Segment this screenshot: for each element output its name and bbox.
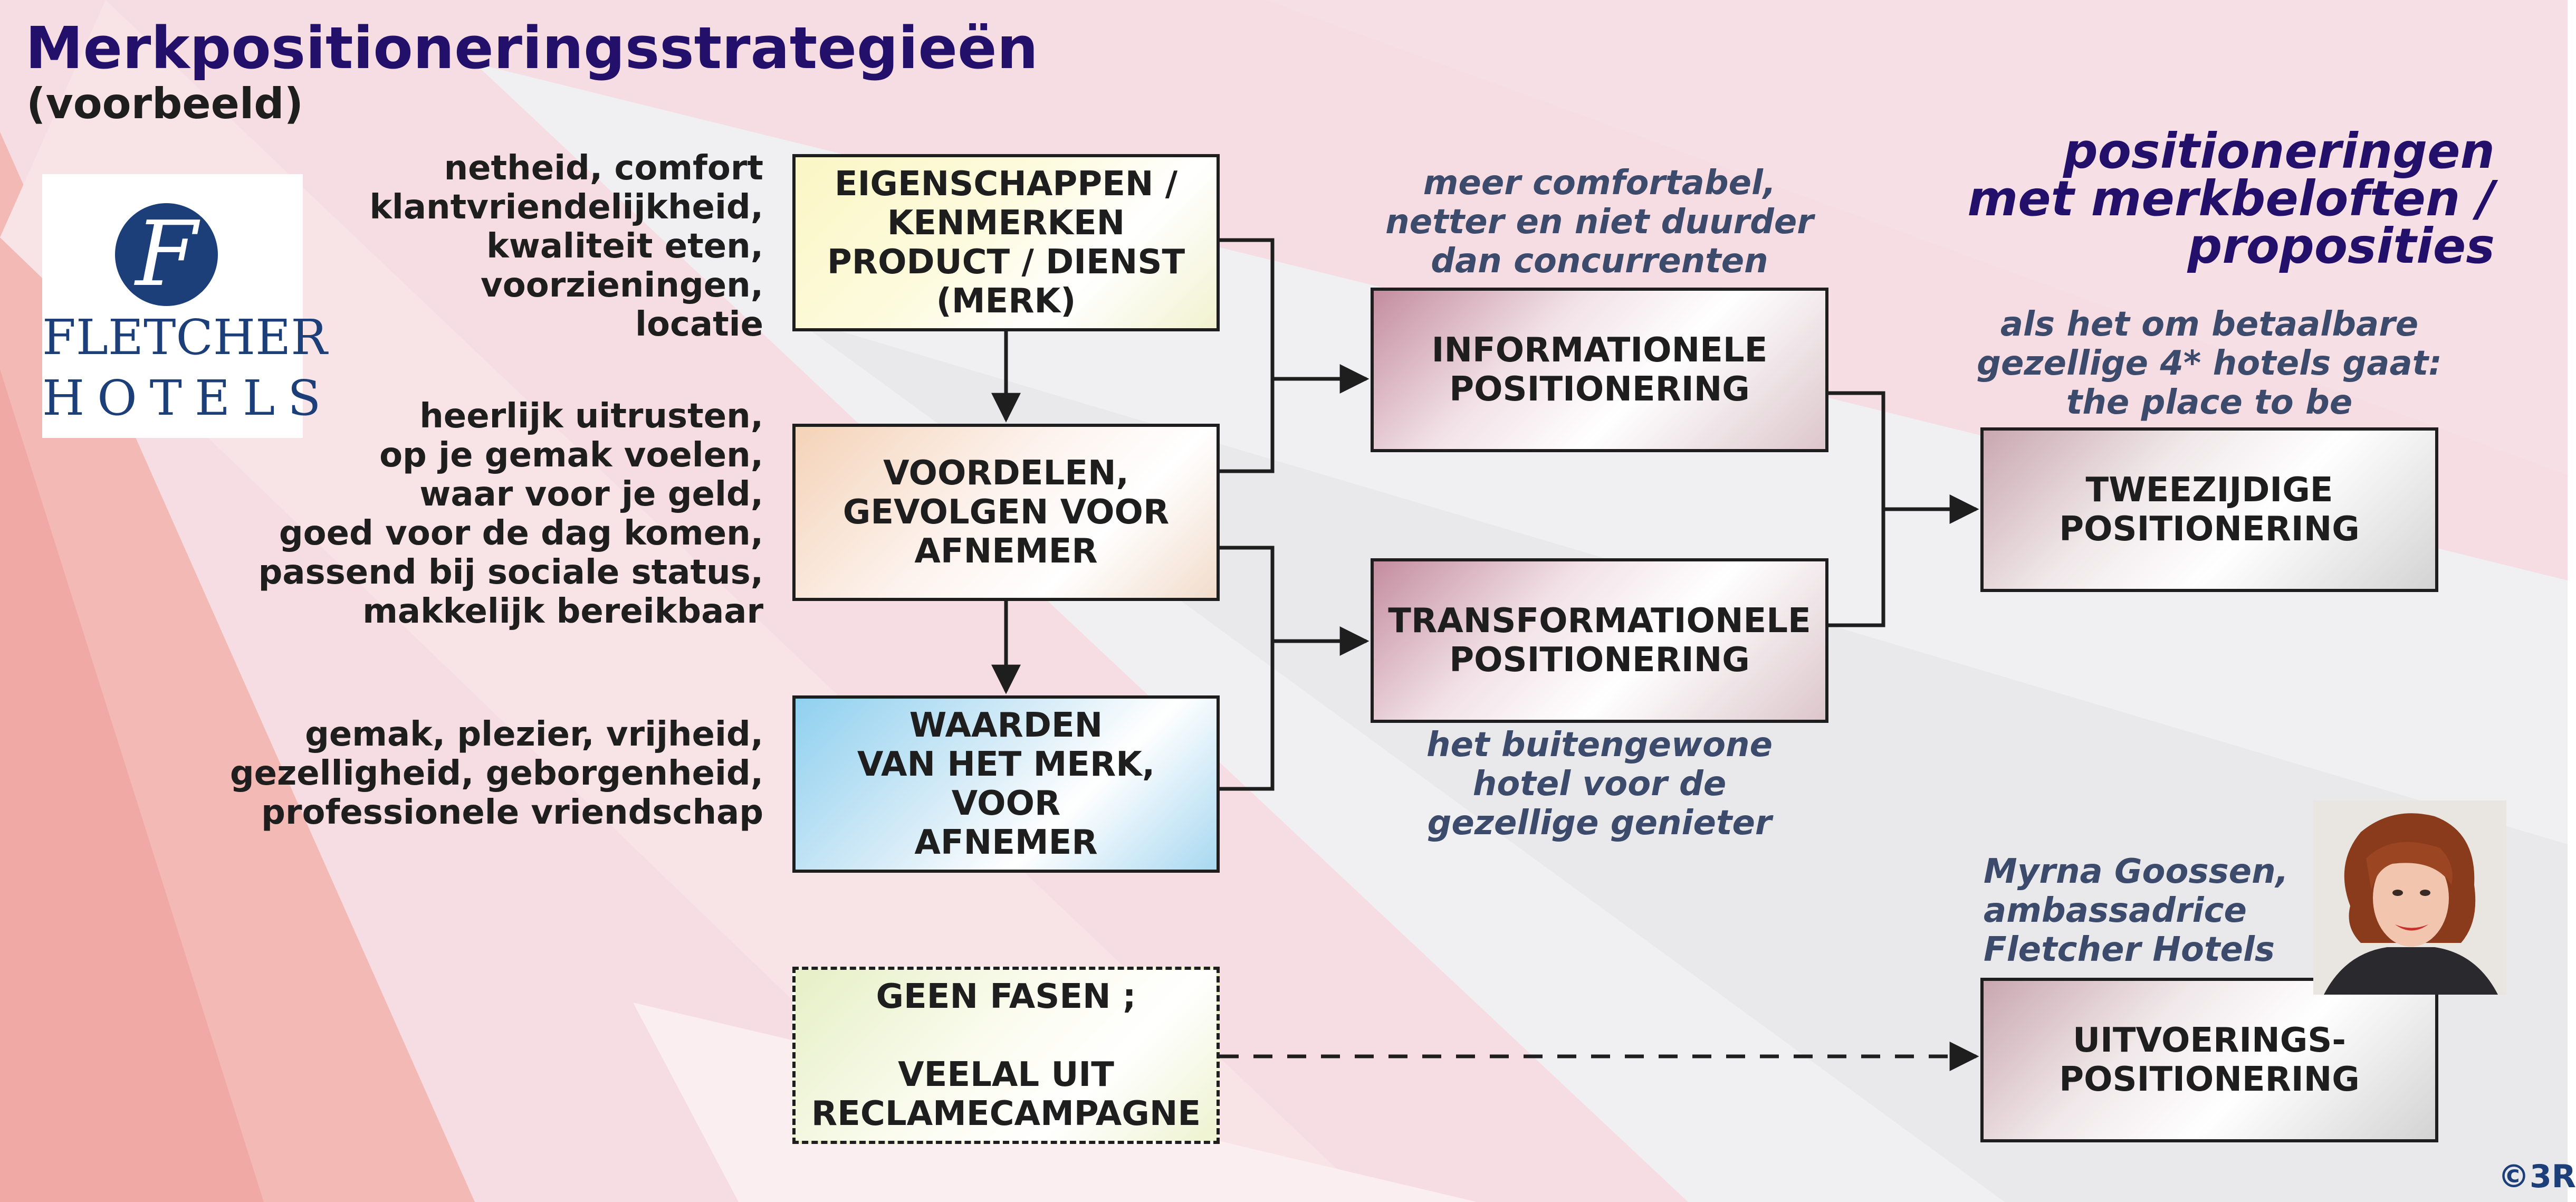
logo-brand-line1: FLETCHER bbox=[42, 309, 328, 366]
box-informationele-positionering: INFORMATIONELE POSITIONERING bbox=[1371, 288, 1828, 452]
example-line: klantvriendelijkheid, bbox=[369, 188, 763, 227]
heading-line: proposities bbox=[2187, 218, 2495, 274]
caption-line: ambassadrice bbox=[1984, 891, 2247, 930]
box-label: PRODUCT / DIENST bbox=[827, 243, 1185, 282]
box-voordelen: VOORDELEN, GEVOLGEN VOOR AFNEMER bbox=[792, 424, 1220, 601]
box-label: AFNEMER bbox=[914, 532, 1098, 571]
heading-line: met merkbeloften / bbox=[1967, 170, 2495, 227]
voordelen-examples: heerlijk uitrusten, op je gemak voelen, … bbox=[258, 397, 763, 631]
annotation-line: dan concurrenten bbox=[1431, 242, 1768, 281]
box-label: TRANSFORMATIONELE bbox=[1388, 602, 1811, 641]
copyright-mark: ©3R bbox=[2498, 1158, 2576, 1195]
example-line: waar voor je geld, bbox=[419, 475, 763, 514]
annotation-informationele: meer comfortabel, netter en niet duurder… bbox=[1351, 164, 1849, 281]
logo-brand-line2: HOTELS bbox=[42, 370, 334, 426]
annotation-line: meer comfortabel, bbox=[1423, 164, 1776, 203]
example-line: professionele vriendschap bbox=[261, 793, 763, 832]
example-line: netheid, comfort bbox=[444, 149, 763, 188]
ambassador-portrait bbox=[2313, 800, 2506, 995]
annotation-tweezijdige: als het om betaalbare gezellige 4* hotel… bbox=[1931, 305, 2488, 422]
box-geen-fasen: GEEN FASEN ; VEELAL UIT RECLAMECAMPAGNE bbox=[792, 967, 1220, 1144]
box-label: AFNEMER bbox=[914, 823, 1098, 862]
box-label: VOORDELEN, bbox=[883, 454, 1129, 493]
example-line: gemak, plezier, vrijheid, bbox=[305, 715, 763, 754]
eigenschappen-examples: netheid, comfort klantvriendelijkheid, k… bbox=[369, 149, 763, 344]
box-uitvoeringspositionering: UITVOERINGS- POSITIONERING bbox=[1980, 978, 2438, 1142]
example-line: heerlijk uitrusten, bbox=[419, 397, 763, 436]
box-label: UITVOERINGS- bbox=[2073, 1021, 2346, 1060]
caption-line: Fletcher Hotels bbox=[1984, 930, 2275, 969]
box-label: GEEN FASEN ; bbox=[876, 977, 1136, 1016]
box-label: POSITIONERING bbox=[1449, 641, 1750, 680]
annotation-line: het buitengewone bbox=[1426, 726, 1773, 765]
box-label: TWEEZIJDIGE bbox=[2085, 471, 2333, 510]
box-label: VOOR bbox=[951, 784, 1061, 823]
waarden-examples: gemak, plezier, vrijheid, gezelligheid, … bbox=[230, 715, 763, 832]
annotation-line: gezellige genieter bbox=[1427, 804, 1772, 843]
example-line: goed voor de dag komen, bbox=[279, 514, 763, 553]
box-label: RECLAMECAMPAGNE bbox=[811, 1094, 1201, 1133]
page-title: Merkpositioneringsstrategieën bbox=[25, 14, 1038, 82]
annotation-line: als het om betaalbare bbox=[2000, 305, 2419, 344]
box-label: VAN HET MERK, bbox=[857, 745, 1155, 784]
box-label: VEELAL UIT bbox=[898, 1055, 1114, 1094]
heading-line: positioneringen bbox=[2063, 123, 2495, 179]
annotation-line: gezellige 4* hotels gaat: bbox=[1977, 344, 2442, 383]
box-label: (MERK) bbox=[936, 282, 1076, 321]
box-label: INFORMATIONELE bbox=[1431, 331, 1768, 370]
example-line: passend bij sociale status, bbox=[258, 553, 763, 592]
box-label: POSITIONERING bbox=[2059, 510, 2360, 549]
box-waarden: WAARDEN VAN HET MERK, VOOR AFNEMER bbox=[792, 695, 1220, 873]
example-line: op je gemak voelen, bbox=[379, 436, 763, 475]
fletcher-hotels-logo: F FLETCHER HOTELS bbox=[42, 174, 334, 438]
page-subtitle: (voorbeeld) bbox=[26, 79, 304, 128]
box-label: WAARDEN bbox=[909, 706, 1103, 745]
example-line: voorzieningen, bbox=[481, 266, 763, 305]
example-line: locatie bbox=[635, 305, 763, 344]
example-line: gezelligheid, geborgenheid, bbox=[229, 754, 763, 793]
box-label: POSITIONERING bbox=[2059, 1060, 2360, 1099]
annotation-transformationele: het buitengewone hotel voor de gezellige… bbox=[1351, 726, 1849, 843]
box-label: POSITIONERING bbox=[1449, 370, 1750, 409]
example-line: kwaliteit eten, bbox=[486, 227, 763, 266]
box-label: EIGENSCHAPPEN / bbox=[834, 165, 1178, 204]
box-label-spacer bbox=[1000, 1016, 1012, 1055]
annotation-line: hotel voor de bbox=[1472, 765, 1727, 804]
box-label: KENMERKEN bbox=[887, 204, 1125, 243]
heading-positioneringen: positioneringen met merkbeloften / propo… bbox=[1967, 123, 2495, 274]
example-line: makkelijk bereikbaar bbox=[362, 592, 763, 631]
ambassador-caption: Myrna Goossen, ambassadrice Fletcher Hot… bbox=[1984, 852, 2288, 969]
box-transformationele-positionering: TRANSFORMATIONELE POSITIONERING bbox=[1371, 558, 1828, 723]
box-eigenschappen: EIGENSCHAPPEN / KENMERKEN PRODUCT / DIEN… bbox=[792, 154, 1220, 331]
logo-emblem-icon: F bbox=[115, 203, 218, 306]
annotation-line: the place to be bbox=[2066, 383, 2353, 422]
annotation-line: netter en niet duurder bbox=[1385, 203, 1814, 242]
box-tweezijdige-positionering: TWEEZIJDIGE POSITIONERING bbox=[1980, 427, 2438, 592]
caption-line: Myrna Goossen, bbox=[1984, 852, 2288, 891]
box-label: GEVOLGEN VOOR bbox=[842, 493, 1170, 532]
